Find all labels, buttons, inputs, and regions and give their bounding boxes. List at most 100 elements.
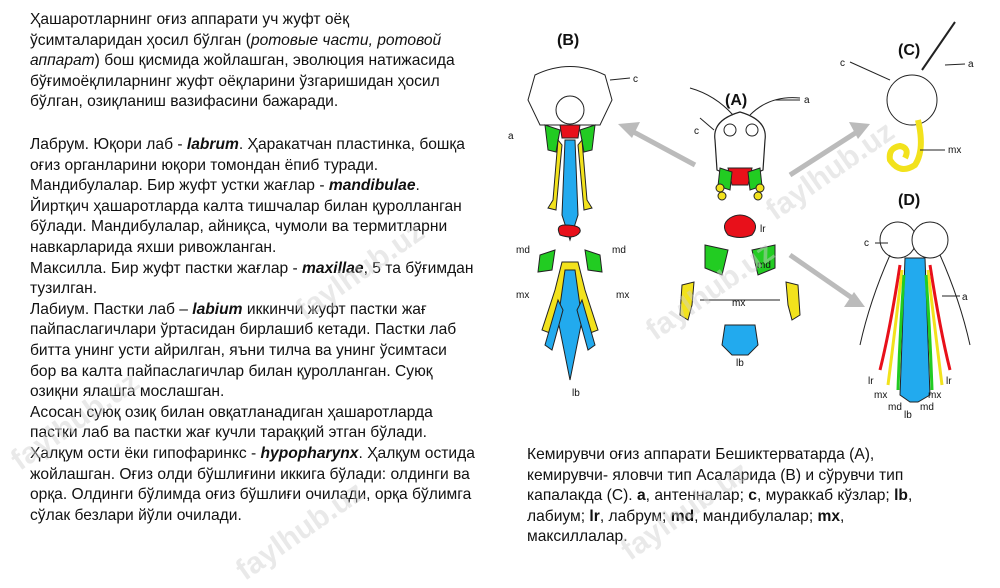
main-line: навкарларида яхши ривожланган. bbox=[30, 238, 500, 259]
label-d-a: a bbox=[962, 292, 968, 303]
text-segment: максиллалар. bbox=[527, 528, 628, 546]
label-d-lb: lb bbox=[904, 410, 912, 421]
mouthparts-figure: (B) (A) (C) (D) bbox=[508, 21, 974, 421]
panel-label-c: (C) bbox=[898, 42, 920, 59]
latin-term: labium bbox=[192, 300, 243, 318]
caption-line: кемирувчи- яловчи тип Асаларида (В) и сў… bbox=[527, 466, 987, 487]
text-segment: Лабрум. Юқори лаб - bbox=[30, 136, 187, 153]
panel-label-d: (D) bbox=[898, 192, 920, 209]
main-line: битта унинг усти айрилган, яъни тилча ва… bbox=[30, 341, 500, 362]
text-segment: , 5 та бўғимдан bbox=[363, 259, 474, 277]
caption-line: капалакда (С). a, антенналар; c, муракка… bbox=[527, 486, 987, 507]
text-segment: Максилла. Бир жуфт пастки жағлар - bbox=[30, 259, 303, 277]
main-line: орқа. Олдинги бўлимда оғиз бўшлиғи очила… bbox=[30, 485, 500, 506]
label-a-mx: mx bbox=[732, 298, 745, 309]
text-segment: Мандибулалар. Бир жуфт устки жағлар - bbox=[30, 177, 329, 195]
label-d-lr-left: lr bbox=[868, 376, 874, 387]
intro-line: аппарат) бош қисмида жойлашган, эволюция… bbox=[30, 51, 500, 72]
intro-line: бўлган, озиқланиш вазифасини бажаради. bbox=[30, 92, 500, 113]
main-line: Йиртқич ҳашаротларда калта тишчалар била… bbox=[30, 197, 500, 218]
label-b-lb: lb bbox=[572, 388, 580, 399]
latin-term: hypopharynx bbox=[260, 444, 359, 462]
intro-line: бўғимоёқлиларнинг жуфт оёқларини ўзгариш… bbox=[30, 72, 500, 93]
label-b-md-left: md bbox=[516, 245, 530, 256]
label-d-c: c bbox=[864, 238, 869, 249]
main-line: пастки лаб ва пастки жағ кучли тараққий … bbox=[30, 423, 500, 444]
main-line: жойлашган. Оғиз олди бўшлиғини иккига бў… bbox=[30, 465, 500, 486]
label-b-mx-left: mx bbox=[516, 290, 529, 301]
label-b-md-right: md bbox=[612, 245, 626, 256]
main-line: тузилган. bbox=[30, 279, 500, 300]
text-segment: лабиум; bbox=[527, 507, 590, 525]
text-segment: пастки лаб ва пастки жағ кучли тараққий … bbox=[30, 424, 427, 442]
text-segment: . Ҳалқум остида bbox=[358, 444, 475, 462]
main-line: пайпаслагичлари ўртасидан бирлашиб кетад… bbox=[30, 320, 500, 341]
panel-b-drawing bbox=[527, 66, 631, 381]
intro-line: ўсимталаридан ҳосил бўлган (ротовые част… bbox=[30, 31, 500, 52]
text-segment: ротовые части, ротовой bbox=[250, 31, 442, 49]
main-line: Асосан суюқ озиқ билан овқатланадиган ҳа… bbox=[30, 403, 500, 424]
main-line: сўлак безлари йўли очилади. bbox=[30, 506, 500, 527]
text-segment: lb bbox=[894, 487, 908, 505]
main-line: озиқни ялашга мослашган. bbox=[30, 382, 500, 403]
text-segment: капалакда (С). bbox=[527, 487, 637, 505]
panel-d-drawing bbox=[859, 221, 971, 403]
figure-caption: Кемирувчи оғиз аппарати Бешиктерватарда … bbox=[527, 445, 987, 548]
text-segment: ўсимталаридан ҳосил бўлган ( bbox=[30, 31, 251, 49]
text-segment: ) бош қисмида жойлашган, эволюция натижа… bbox=[94, 52, 455, 70]
label-d-lr-right: lr bbox=[946, 376, 952, 387]
panel-c-drawing bbox=[849, 21, 966, 172]
main-line: Мандибулалар. Бир жуфт устки жағлар - ma… bbox=[30, 176, 500, 197]
text-segment: озиқни ялашга мослашган. bbox=[30, 383, 225, 401]
label-d-md-right: md bbox=[920, 402, 934, 413]
intro-line: Ҳашаротларнинг оғиз аппарати уч жуфт оёқ bbox=[30, 10, 500, 31]
text-segment: орқа. Олдинги бўлимда оғиз бўшлиғи очила… bbox=[30, 486, 472, 504]
text-segment: тузилган. bbox=[30, 280, 98, 298]
text-segment: пайпаслагичлари ўртасидан бирлашиб кетад… bbox=[30, 321, 457, 339]
text-segment: бўғимоёқлиларнинг жуфт оёқларини ўзгариш… bbox=[30, 72, 440, 90]
main-line: Ҳалқум ости ёки гипофаринкс - hypopharyn… bbox=[30, 444, 500, 465]
text-segment: a bbox=[636, 487, 646, 505]
label-d-md-left: md bbox=[888, 402, 902, 413]
text-segment: битта унинг усти айрилган, яъни тилча ва… bbox=[30, 341, 447, 359]
text-segment: md bbox=[670, 507, 695, 525]
intro-paragraph: Ҳашаротларнинг оғиз аппарати уч жуфт оёқ… bbox=[30, 10, 500, 113]
text-segment: , лабрум; bbox=[599, 507, 671, 525]
main-text: Лабрум. Юқори лаб - labrum. Ҳаракатчан п… bbox=[30, 135, 500, 526]
arrows bbox=[628, 127, 862, 303]
label-b-mx-right: mx bbox=[616, 290, 629, 301]
main-line: оғиз органларини юқори томондан ёпиб тур… bbox=[30, 156, 500, 177]
text-segment: , bbox=[840, 507, 845, 525]
label-a-lr: lr bbox=[760, 224, 766, 235]
label-c-a: a bbox=[968, 59, 974, 70]
label-a-lb: lb bbox=[736, 358, 744, 369]
slide: Ҳашаротларнинг оғиз аппарати уч жуфт оёқ… bbox=[5, 10, 987, 587]
text-segment: , мандибулалар; bbox=[694, 507, 818, 525]
text-segment: Асосан суюқ озиқ билан овқатланадиган ҳа… bbox=[30, 403, 433, 421]
main-line: бор ва калта пайпаслагичлар билан қуролл… bbox=[30, 362, 500, 383]
text-segment: бор ва калта пайпаслагичлар билан қуролл… bbox=[30, 362, 433, 380]
latin-term: labrum bbox=[186, 136, 239, 153]
main-line: бўлади. Мандибулалар, айниқса, чумоли ва… bbox=[30, 217, 500, 238]
text-segment: , bbox=[907, 487, 913, 505]
text-segment: c bbox=[748, 487, 757, 505]
caption-line: максиллалар. bbox=[527, 527, 987, 548]
text-segment: lr bbox=[589, 507, 600, 525]
text-segment: сўлак безлари йўли очилади. bbox=[30, 506, 242, 524]
main-line: Лабрум. Юқори лаб - labrum. Ҳаракатчан п… bbox=[30, 135, 500, 156]
text-segment: иккинчи жуфт пастки жағ bbox=[242, 300, 427, 318]
text-segment: . bbox=[415, 177, 420, 195]
caption-line: Кемирувчи оғиз аппарати Бешиктерватарда … bbox=[527, 445, 987, 466]
label-a-a: a bbox=[804, 95, 810, 106]
text-segment: Ҳашаротларнинг оғиз аппарати уч жуфт оёқ bbox=[30, 11, 350, 28]
text-segment: Йиртқич ҳашаротларда калта тишчалар била… bbox=[30, 197, 462, 215]
latin-term: maxillae bbox=[302, 259, 364, 277]
main-line: Максилла. Бир жуфт пастки жағлар - maxil… bbox=[30, 259, 500, 280]
label-b-c: c bbox=[633, 74, 638, 85]
text-segment: бўлади. Мандибулалар, айниқса, чумоли ва… bbox=[30, 218, 448, 236]
label-b-a: a bbox=[508, 131, 514, 142]
panel-label-b: (B) bbox=[557, 32, 579, 49]
label-a-md: md bbox=[757, 260, 771, 271]
label-c-c: c bbox=[840, 58, 845, 69]
latin-term: mandibulae bbox=[328, 177, 416, 195]
